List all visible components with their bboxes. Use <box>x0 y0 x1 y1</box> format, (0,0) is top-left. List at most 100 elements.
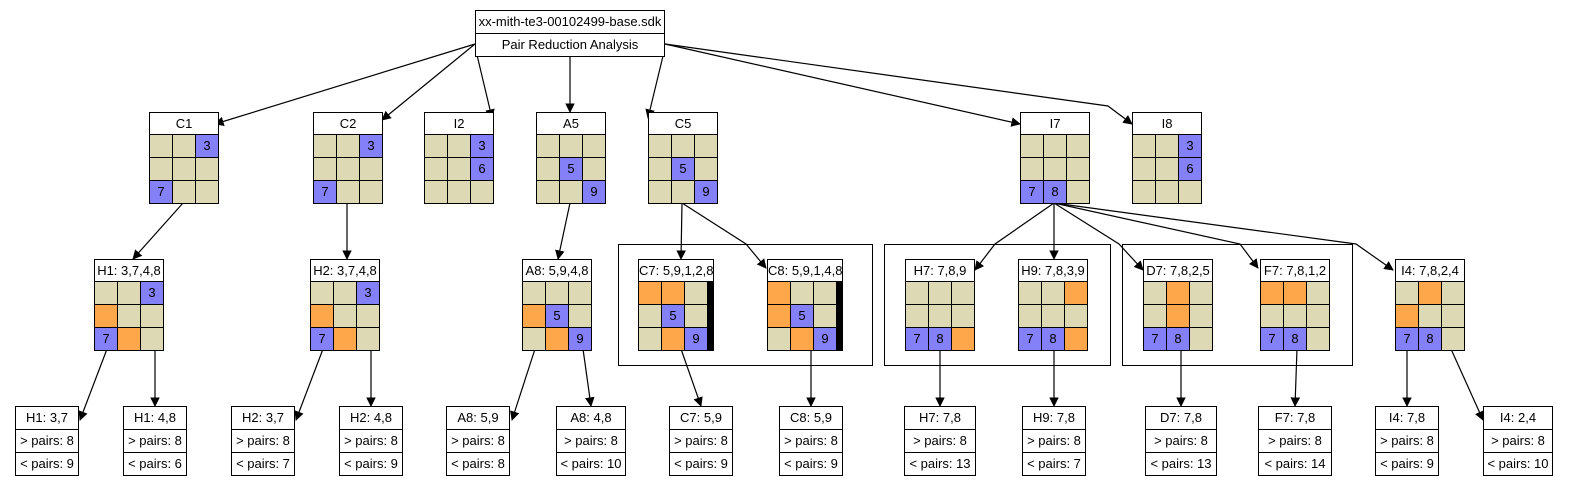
leaf-node-c8: C8: 5,9> pairs: 8 < pairs: 9 <box>779 406 843 476</box>
grid-node-title: I8 <box>1133 113 1201 135</box>
grid-cell <box>1067 158 1089 180</box>
root-filename: xx-mith-te3-00102499-base.sdk <box>476 11 664 34</box>
leaf-title: H9: 7,8 <box>1023 407 1085 430</box>
leaf-less-pairs: < pairs: 9 <box>1380 456 1434 471</box>
grid-cell <box>1167 282 1189 304</box>
leaf-less-pairs: < pairs: 7 <box>1027 456 1081 471</box>
grid-cell <box>1307 282 1329 304</box>
grid-cell: 5 <box>546 305 568 327</box>
grid-cell <box>1284 282 1306 304</box>
leaf-title: H7: 7,8 <box>905 407 975 430</box>
grid-cell: 8 <box>1044 181 1066 203</box>
leaf-title: C7: 5,9 <box>670 407 732 430</box>
grid-node-title: C8: 5,9,1,4,8 <box>768 260 843 282</box>
edge-c7-leaf <box>680 348 703 407</box>
grid-cell <box>173 135 195 157</box>
leaf-title: H2: 4,8 <box>340 407 402 430</box>
edge-root-c5 <box>645 55 664 119</box>
grid-cell: 7 <box>95 328 117 350</box>
grid-cell <box>952 282 974 304</box>
root-node: xx-mith-te3-00102499-base.sdk Pair Reduc… <box>475 10 665 57</box>
grid-cell <box>118 282 140 304</box>
grid-cell: 3 <box>141 282 163 304</box>
grid-cell: 8 <box>1419 328 1441 350</box>
leaf-node-a8-b: A8: 4,8> pairs: 8< pairs: 10 <box>556 406 626 476</box>
grid-cell <box>560 181 582 203</box>
leaf-less-pairs: < pairs: 9 <box>784 456 838 471</box>
leaf-greater-pairs: > pairs: 8 <box>780 430 842 453</box>
grid-cell <box>334 305 356 327</box>
cluster-i7-h-children <box>884 244 1111 366</box>
grid-cell <box>1065 282 1087 304</box>
grid-cell: 9 <box>583 181 605 203</box>
grid-cell <box>906 282 928 304</box>
leaf-greater-pairs: > pairs: 8 <box>670 430 732 453</box>
grid-cell: 8 <box>929 328 951 350</box>
leaf-title: I4: 7,8 <box>1376 407 1438 430</box>
grid-cell <box>1396 305 1418 327</box>
grid-cell <box>649 181 671 203</box>
grid-cell <box>448 181 470 203</box>
grid-cell <box>768 282 790 304</box>
edge-root-c2 <box>381 43 476 121</box>
edge-h1-leaf-a <box>78 348 108 421</box>
grid-cell <box>1021 158 1043 180</box>
grid-cell: 9 <box>695 181 717 203</box>
grid-cell <box>471 181 493 203</box>
grid-node-title: C7: 5,9,1,2,8 <box>639 260 714 282</box>
leaf-less-pairs: < pairs: 9 <box>20 456 74 471</box>
grid-cell <box>569 305 591 327</box>
leaf-node-h1-b: H1: 4,8> pairs: 8< pairs: 6 <box>123 406 187 476</box>
grid-cell: 5 <box>560 158 582 180</box>
leaf-title: F7: 7,8 <box>1259 407 1331 430</box>
grid-cell <box>768 328 790 350</box>
grid-cell <box>649 158 671 180</box>
grid-cell <box>1190 328 1212 350</box>
grid-cell <box>929 282 951 304</box>
edge-h2-leaf-a <box>294 348 324 421</box>
leaf-node-i4-b: I4: 2,4> pairs: 8< pairs: 10 <box>1483 406 1553 476</box>
grid-cell <box>1065 305 1087 327</box>
edge-c5-c7 <box>676 202 686 260</box>
leaf-title: A8: 4,8 <box>557 407 625 430</box>
leaf-node-a8-a: A8: 5,9> pairs: 8< pairs: 8 <box>446 406 510 476</box>
grid-node-title: H9: 7,8,3,9 <box>1019 260 1087 282</box>
leaf-title: C8: 5,9 <box>780 407 842 430</box>
grid-cell: 7 <box>311 328 333 350</box>
leaf-less-pairs: < pairs: 10 <box>560 456 622 471</box>
grid-cell <box>768 305 790 327</box>
grid-cell <box>337 158 359 180</box>
leaf-title: D7: 7,8 <box>1146 407 1216 430</box>
root-subtitle: Pair Reduction Analysis <box>501 37 639 52</box>
edge-root-i2 <box>476 54 495 119</box>
grid-cell <box>173 158 195 180</box>
grid-cell <box>1042 282 1064 304</box>
grid-cell <box>929 305 951 327</box>
grid-cell <box>1065 328 1087 350</box>
grid-cell <box>1419 282 1441 304</box>
leaf-node-h1-a: H1: 3,7> pairs: 8< pairs: 9 <box>15 406 79 476</box>
leaf-greater-pairs: > pairs: 8 <box>1259 430 1331 453</box>
leaf-less-pairs: < pairs: 14 <box>1264 456 1326 471</box>
edge-root-c1 <box>214 43 476 127</box>
grid-cell <box>639 328 661 350</box>
grid-cell <box>695 158 717 180</box>
grid-cell <box>334 328 356 350</box>
grid-cell: 7 <box>1021 181 1043 203</box>
leaf-node-d7: D7: 7,8> pairs: 8< pairs: 13 <box>1145 406 1217 476</box>
leaf-greater-pairs: > pairs: 8 <box>1146 430 1216 453</box>
grid-cell <box>1044 135 1066 157</box>
grid-cell <box>523 282 545 304</box>
